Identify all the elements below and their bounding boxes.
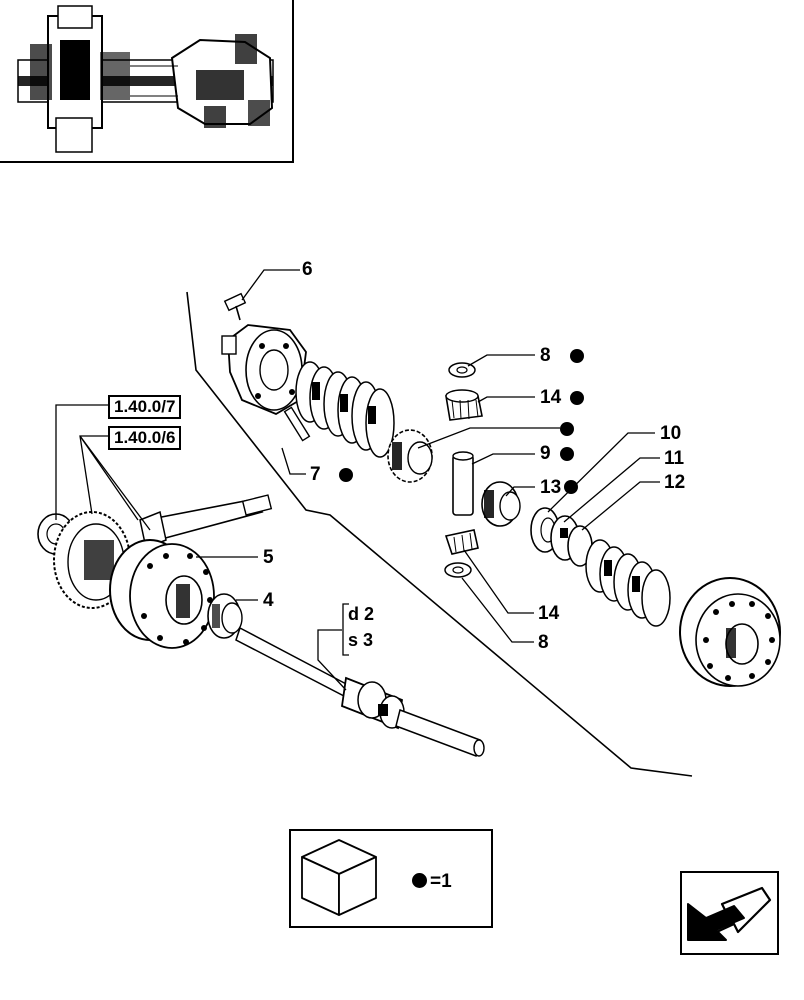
variant-label: d 2 [348, 604, 375, 624]
callout-number: 6 [302, 259, 313, 280]
kit-equation: =1 [430, 871, 452, 892]
kit-dot-icon [564, 480, 578, 494]
kit-dot-icon [560, 422, 574, 436]
kit-dot-icon [339, 468, 353, 482]
reference-label: 1.40.0/7 [114, 397, 176, 416]
variant-label: s 3 [348, 630, 374, 650]
reference-box-bottom[interactable]: 1.40.0/6 [108, 426, 182, 450]
variant-s3: s 3 [348, 630, 373, 650]
kit-dot-icon [412, 873, 427, 888]
reference-box-top[interactable]: 1.40.0/7 [108, 395, 182, 419]
kit-box-label: KIT [323, 846, 343, 860]
kit-dot-icon [570, 391, 584, 405]
variant-d2: d 2 [348, 604, 374, 624]
kit-dot-icon [570, 349, 584, 363]
reference-label: 1.40.0/6 [114, 428, 176, 447]
kit-dot-icon [560, 447, 574, 461]
kit-legend: =1 [412, 871, 452, 893]
back-navigation-button[interactable] [680, 871, 779, 955]
kit-legend-panel [289, 829, 493, 928]
callout-6: 6 [302, 260, 313, 280]
